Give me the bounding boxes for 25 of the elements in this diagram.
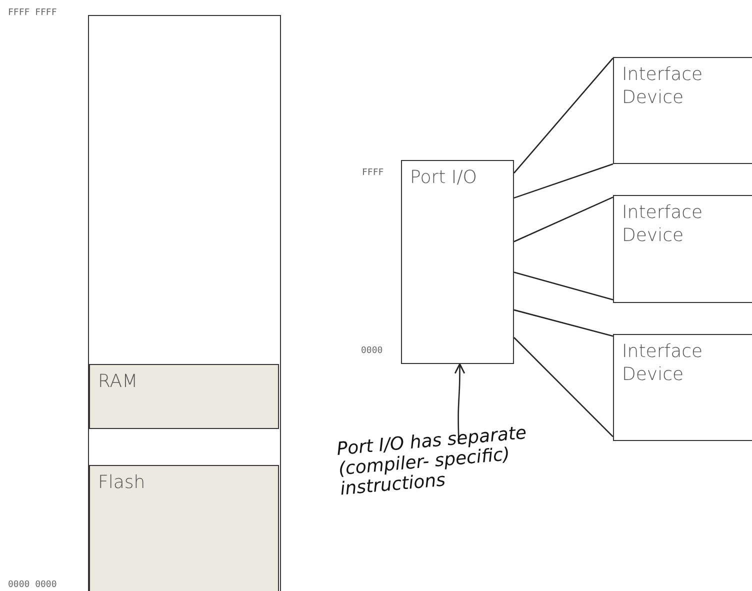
connector-line xyxy=(514,163,614,199)
device-box xyxy=(613,334,752,441)
address-label: FFFF xyxy=(362,168,384,178)
memory-region xyxy=(89,364,279,429)
region-label: RAM xyxy=(98,371,138,394)
connector-line xyxy=(514,272,614,300)
port-io-box xyxy=(401,160,514,364)
address-label: 0000 0000 xyxy=(8,580,57,590)
address-label: FFFF FFFF xyxy=(8,8,57,18)
connector-line xyxy=(514,309,614,337)
region-label: Flash xyxy=(98,472,146,494)
device-box xyxy=(613,195,752,303)
memory-map-column xyxy=(88,15,281,591)
connector-line xyxy=(514,58,614,174)
address-label: 0000 xyxy=(361,346,383,356)
memory-region xyxy=(89,465,279,591)
region-label: Port I/O xyxy=(410,167,477,190)
connector-line xyxy=(514,196,614,242)
arrow xyxy=(454,363,466,444)
region-label: Interface Device xyxy=(622,64,704,109)
region-label: Interface Device xyxy=(622,202,704,247)
connector-line xyxy=(514,337,614,438)
device-box xyxy=(613,57,752,164)
region-label: Interface Device xyxy=(622,341,704,386)
annotation-note: Port I/O has separate (compiler- specific) instructions xyxy=(336,422,528,500)
